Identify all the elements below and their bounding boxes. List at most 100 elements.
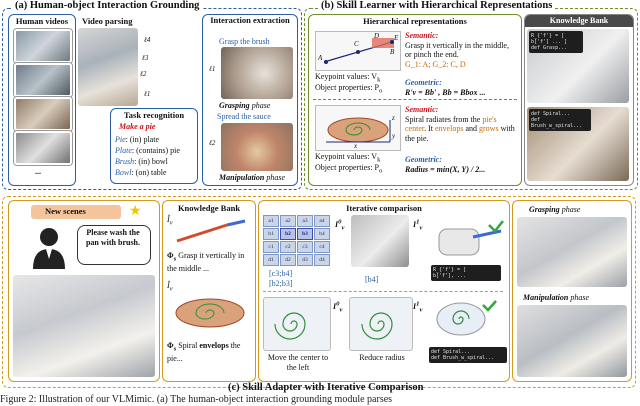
point-b: B — [390, 48, 395, 56]
task-item-plate: Plate: (contains) pie — [115, 146, 180, 155]
geometric-2: Geometric: Radius = min(X, Y) / 2... — [405, 155, 517, 174]
iv-0-label-2: I0v — [333, 300, 343, 314]
kp-values-1: Keypoint values: Vk — [315, 72, 381, 84]
geometric-label-2: Geometric: — [405, 155, 442, 164]
video-parsing-label: Video parsing — [82, 16, 133, 26]
semantic-text-2: Spiral radiates from the pie's center. I… — [405, 114, 515, 143]
task-recognition-label: Task recognition — [123, 110, 185, 120]
point-z: z — [392, 114, 395, 122]
semantic-1: Semantic: Grasp it vertically in the mid… — [405, 31, 517, 69]
knowledge-bank-b: Knowledge Bank R_{'f'} = [ b['f'] ... ]d… — [524, 14, 634, 186]
iv-0-label: I0v — [335, 218, 345, 232]
geometric-1: Geometric: R'v = Bb' , Bb = Bbox ... — [405, 78, 517, 97]
panel-c-title: (c) Skill Adapter with Iterative Compari… — [228, 382, 424, 393]
kb-code-1: R_{'f'} = [ b['f'] ... ]def Grasp... — [529, 31, 583, 53]
iv-1-label: I1v — [413, 218, 423, 232]
kb-code-2: def Spiral...def Brush_w_spiral... — [529, 109, 591, 131]
ell-1-icon: ℓ1 — [209, 65, 216, 73]
phi1: Φs Grasp it vertically in the middle ... — [167, 251, 245, 274]
point-d: D — [374, 32, 380, 40]
task-item-bowl: Bowl: (on) table — [115, 168, 167, 177]
pie-diagram: x y z — [315, 105, 401, 151]
new-scenes-label: New scenes — [45, 206, 86, 216]
ell-4: ℓ4 — [144, 36, 151, 44]
point-y: y — [392, 132, 396, 140]
spiral-candidate — [431, 297, 501, 341]
video-frame-3 — [14, 97, 72, 131]
interaction-extraction-label: Interaction extraction — [210, 15, 290, 25]
divider-c — [263, 291, 503, 292]
sel-3: [b4] — [365, 275, 379, 284]
ell-2: ℓ2 — [140, 70, 147, 78]
make-pie-label: Make a pie — [119, 122, 156, 131]
reduce-radius-label: Reduce radius — [359, 353, 405, 362]
grasp-image — [221, 47, 293, 99]
geometric-text-1: R'v = Bb' , Bb = Bbox ... — [405, 87, 486, 97]
spiral-frame-1 — [263, 297, 331, 351]
knowledge-bank-c: Knowledge Bank Îv Φs Grasp it vertically… — [162, 200, 256, 382]
spiral-frame-2 — [349, 297, 413, 351]
task-item-pie: Pie: (in) plate — [115, 135, 159, 144]
knowledge-bank-b-label: Knowledge Bank — [525, 15, 633, 27]
interaction-extraction-box: Interaction extraction Grasp the brush ℓ… — [202, 14, 298, 186]
human-videos-box: Human videos ... — [8, 14, 76, 186]
code-c-2: def Spiral...def Brush_w_spiral... — [429, 347, 507, 363]
pie-keypoints-svg — [326, 117, 391, 143]
videos-ellipsis: ... — [35, 167, 41, 176]
iv-hat-2: Îv — [167, 281, 173, 293]
result-grasping-image — [517, 217, 627, 287]
point-x: x — [354, 142, 358, 150]
point-c: C — [354, 40, 359, 48]
grasping-phase-label: Grasping phase — [219, 101, 271, 110]
brush-render — [167, 217, 251, 247]
star-icon: ★ — [129, 204, 142, 219]
panel-a-title: (a) Human-object Interaction Grounding — [12, 0, 203, 11]
geometric-text-2: Radius = min(X, Y) / 2... — [405, 164, 486, 174]
new-scene-image — [13, 275, 155, 377]
obj-props-2: Object properties: Po — [315, 163, 383, 175]
spread-image — [221, 123, 293, 171]
manipulation-phase-label: Manipulation phase — [219, 173, 286, 182]
code-c-1: R_{'f'} = [ b['f'], ... — [431, 265, 501, 281]
video-frame-4 — [14, 131, 72, 165]
video-parsing-strip — [78, 28, 138, 106]
obj-props-1: Object properties: Po — [315, 83, 383, 95]
point-a: A — [318, 54, 323, 62]
human-videos-label: Human videos — [15, 16, 69, 26]
iterative-label: Iterative comparison — [346, 203, 422, 213]
semantic-label-1: Semantic: — [405, 31, 439, 40]
result-grasping-label: Grasping phase — [529, 205, 581, 214]
spread-sauce-label: Spread the sauce — [217, 112, 271, 121]
instruction-text: Please wash the pan with brush. — [85, 228, 141, 247]
ell-3: ℓ3 — [142, 54, 149, 62]
move-center-label: Move the center to the left — [267, 353, 329, 372]
iv-hat-1: Îv — [167, 215, 173, 227]
brush-candidate — [429, 215, 505, 267]
semantic-label-2: Semantic: — [405, 105, 439, 114]
result-manipulation-image — [517, 305, 627, 377]
hier-rep-label: Hierarchical representations — [363, 16, 467, 26]
brush-diagram: A B C D E — [315, 31, 401, 71]
semantic-text-1: Grasp it vertically in the middle, or pi… — [405, 40, 509, 60]
sel-2: [b2;b3] — [269, 279, 293, 288]
figure-caption: Figure 2: Illustration of our VLMimic. (… — [0, 394, 393, 405]
phi2: Φs Spiral envelops the pie... — [167, 341, 241, 364]
panel-b-title: (b) Skill Learner with Hierarchical Repr… — [318, 0, 556, 11]
panel-c-frame — [2, 196, 636, 388]
iv-0-image — [351, 215, 409, 267]
new-scenes-box: New scenes ★ Please wash the pan with br… — [8, 200, 160, 382]
ell-1: ℓ1 — [144, 90, 151, 98]
task-recognition-box: Task recognition Make a pie Pie: (in) pl… — [110, 108, 198, 184]
kp-values-2: Keypoint values: Vk — [315, 152, 381, 164]
semantic-2: Semantic: Spiral radiates from the pie's… — [405, 105, 517, 143]
sel-1: [c3;b4] — [269, 269, 293, 278]
new-scenes-badge — [31, 205, 121, 219]
point-e: E — [394, 34, 399, 42]
results-box: Grasping phase Manipulation phase — [512, 200, 632, 382]
knowledge-bank-c-label: Knowledge Bank — [177, 203, 241, 213]
iv-1-label-2: I1v — [413, 300, 423, 314]
pie-render — [169, 291, 251, 333]
task-item-brush: Brush: (in) bowl — [115, 157, 168, 166]
